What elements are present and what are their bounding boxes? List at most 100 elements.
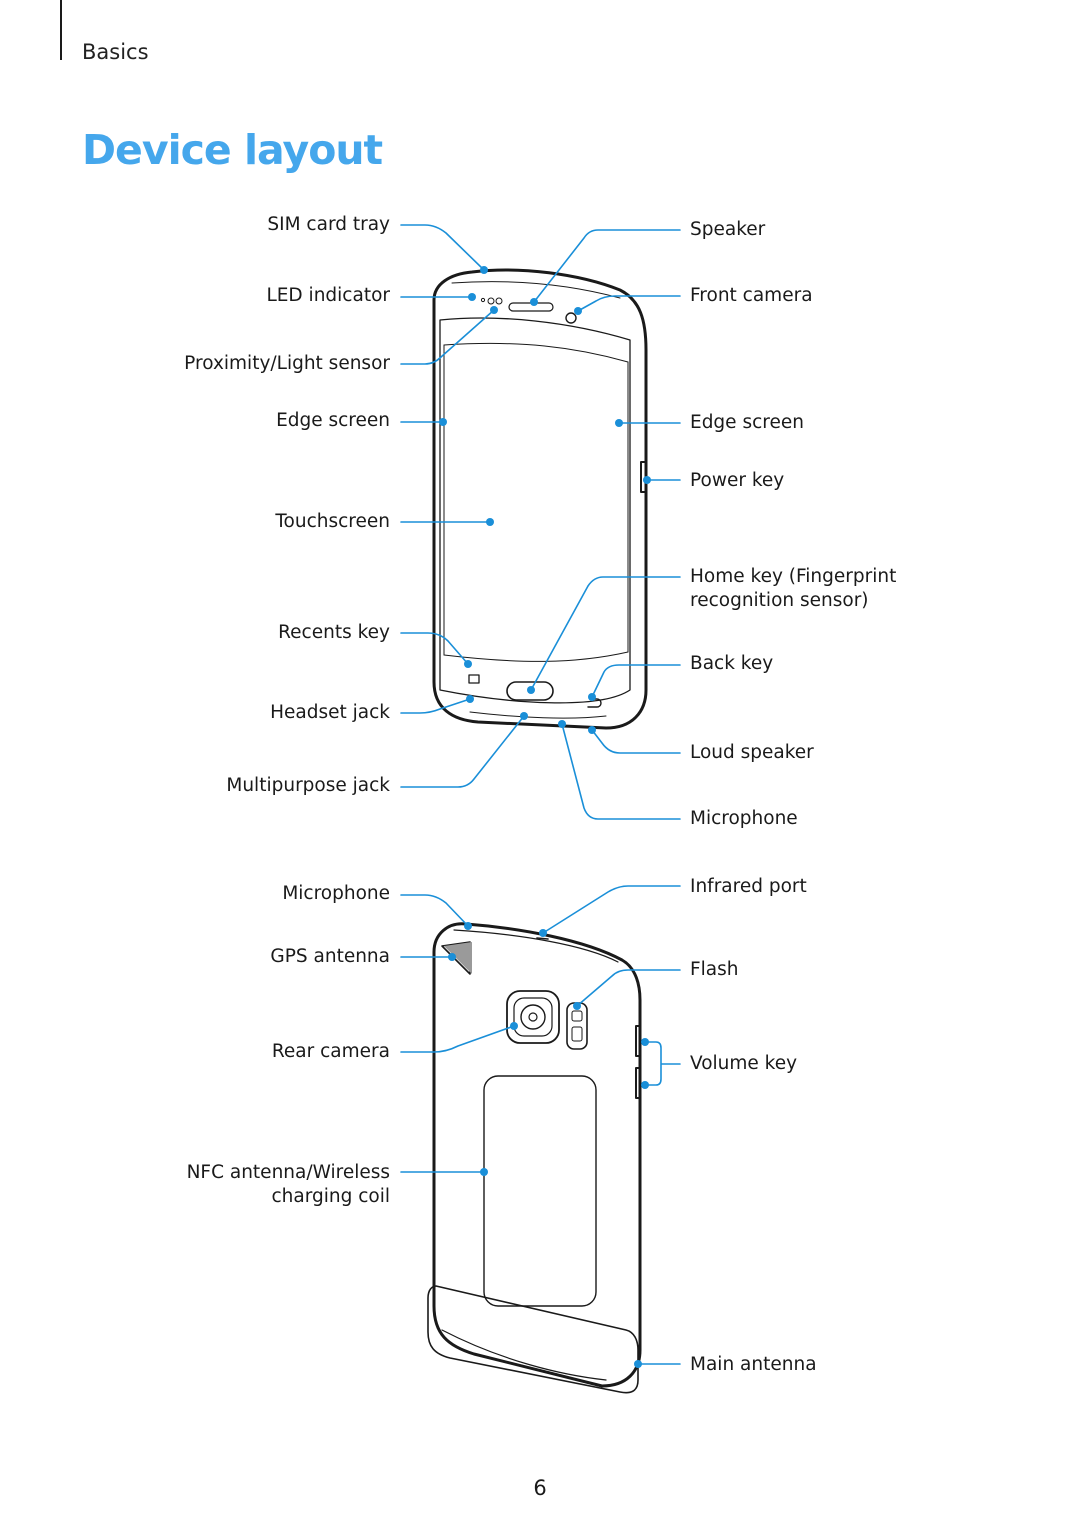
- label-back-key: Back key: [690, 653, 774, 674]
- dot-multipurpose-jack: [520, 712, 528, 720]
- dot-recents-key: [464, 660, 472, 668]
- back-bottom-rim: [441, 1329, 607, 1381]
- label-edge-screen-right: Edge screen: [690, 412, 804, 433]
- label-home-key-line2: recognition sensor): [690, 590, 869, 611]
- front-screen-top-band: [443, 342, 629, 363]
- label-loud-speaker: Loud speaker: [690, 742, 814, 763]
- callout-home-key: [530, 576, 681, 691]
- dot-sim-card-tray: [480, 266, 488, 274]
- dot-rear-camera: [510, 1022, 518, 1030]
- label-front-camera: Front camera: [690, 285, 813, 306]
- label-edge-screen-left: Edge screen: [276, 410, 390, 431]
- callout-microphone-front: [561, 723, 681, 820]
- dot-home-key: [527, 686, 535, 694]
- label-touchscreen: Touchscreen: [275, 511, 390, 532]
- label-proximity-light-sensor: Proximity/Light sensor: [184, 353, 390, 374]
- front-led: [480, 297, 486, 303]
- page-number: 6: [533, 1476, 547, 1500]
- front-sensor-a: [487, 297, 495, 305]
- front-phone-illustration: [432, 268, 648, 730]
- callout-back-key: [591, 664, 681, 698]
- front-bottom-rim: [469, 711, 607, 719]
- page-title: Device layout: [82, 126, 383, 174]
- callout-volume-key: [644, 1041, 681, 1086]
- back-camera-lens-outer: [520, 1004, 546, 1030]
- back-camera-lens-inner: [528, 1012, 538, 1022]
- callout-recents-key: [400, 632, 469, 665]
- label-recents-key: Recents key: [278, 622, 390, 643]
- dot-main-antenna: [634, 1360, 642, 1368]
- back-callouts: [400, 885, 681, 1365]
- back-nfc-coil: [483, 1075, 597, 1307]
- callout-infrared-port: [542, 885, 681, 934]
- back-flash-led-b: [571, 1026, 583, 1042]
- callout-loud-speaker: [591, 729, 681, 754]
- back-ir-port: [536, 937, 549, 940]
- front-top-bezel-line: [451, 281, 621, 299]
- dot-headset-jack: [466, 695, 474, 703]
- dot-front-camera: [574, 307, 582, 315]
- front-camera-lens: [565, 312, 577, 324]
- front-recents-icon: [468, 674, 480, 684]
- label-microphone-back: Microphone: [282, 883, 390, 904]
- dot-gps-antenna: [448, 953, 456, 961]
- label-home-key-line1: Home key (Fingerprint: [690, 566, 897, 587]
- front-callouts: [400, 224, 681, 820]
- callout-front-camera: [577, 295, 681, 312]
- label-main-antenna: Main antenna: [690, 1354, 817, 1375]
- label-microphone-front: Microphone: [690, 808, 798, 829]
- back-phone-outline: [432, 922, 642, 1388]
- front-back-icon: [587, 698, 602, 708]
- callout-headset-jack: [400, 698, 471, 714]
- label-nfc-line2: charging coil: [271, 1186, 390, 1207]
- back-camera-housing: [506, 990, 560, 1044]
- callout-microphone-back: [400, 894, 469, 927]
- callout-sim-card-tray: [400, 224, 485, 271]
- back-top-rim: [453, 929, 619, 963]
- callout-rear-camera: [400, 1025, 515, 1053]
- callout-flash: [576, 969, 681, 1007]
- front-phone-outline: [432, 268, 648, 730]
- label-sim-card-tray: SIM card tray: [267, 214, 390, 235]
- label-headset-jack: Headset jack: [270, 702, 390, 723]
- header-rule: [60, 0, 62, 60]
- dot-flash: [573, 1002, 581, 1010]
- dot-infrared-port: [539, 929, 547, 937]
- back-volume-key-up: [635, 1025, 641, 1057]
- back-gps-antenna-fill: [444, 942, 472, 974]
- label-multipurpose-jack: Multipurpose jack: [226, 775, 390, 796]
- dot-microphone-back: [464, 922, 472, 930]
- front-power-key: [640, 461, 647, 493]
- callout-proximity-sensor: [400, 309, 495, 365]
- label-led-indicator: LED indicator: [266, 285, 390, 306]
- dot-touchscreen: [486, 518, 494, 526]
- label-volume-key: Volume key: [690, 1053, 798, 1074]
- label-infrared-port: Infrared port: [690, 876, 807, 897]
- callout-speaker: [533, 229, 681, 303]
- dot-led-indicator: [468, 293, 476, 301]
- back-phone-illustration: [427, 922, 642, 1394]
- dot-volume-key-down: [641, 1081, 649, 1089]
- label-rear-camera: Rear camera: [271, 1041, 390, 1062]
- front-screen-bottom-band: [443, 651, 629, 662]
- back-volume-key-down: [635, 1067, 641, 1099]
- back-flash-led-a: [571, 1010, 583, 1022]
- label-power-key: Power key: [690, 470, 785, 491]
- dot-edge-screen-right: [615, 419, 623, 427]
- dot-edge-screen-left: [439, 418, 447, 426]
- front-home-key: [506, 681, 554, 701]
- front-callout-dots: [439, 266, 651, 734]
- section-label: Basics: [82, 40, 149, 64]
- dot-microphone-front: [558, 720, 566, 728]
- label-flash: Flash: [690, 959, 739, 980]
- back-camera-ring: [513, 997, 553, 1037]
- dot-power-key: [643, 476, 651, 484]
- dot-loud-speaker: [588, 726, 596, 734]
- dot-volume-key-up: [641, 1038, 649, 1046]
- label-nfc-line1: NFC antenna/Wireless: [186, 1162, 390, 1183]
- label-speaker: Speaker: [690, 219, 766, 240]
- dot-speaker: [530, 298, 538, 306]
- back-main-antenna-outline: [427, 1285, 639, 1394]
- label-gps-antenna: GPS antenna: [270, 946, 390, 967]
- callout-multipurpose-jack: [400, 715, 525, 788]
